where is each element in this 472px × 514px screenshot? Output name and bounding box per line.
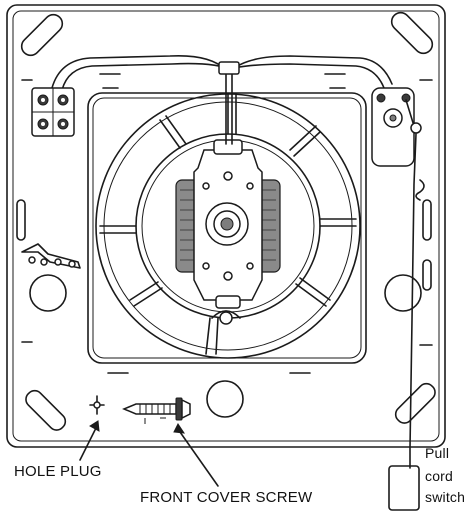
cable-clip <box>218 61 240 75</box>
front-cover-screw-arrow <box>173 423 219 487</box>
motor-rivet-2 <box>246 182 254 190</box>
motor-screw-top <box>223 171 233 181</box>
motor-rivet-4 <box>246 262 254 270</box>
pull-cord-handle <box>388 465 420 511</box>
cable-grip-left <box>21 243 81 269</box>
outer-housing <box>6 4 446 448</box>
hole-plug-label: HOLE PLUG <box>14 463 102 480</box>
round-hole-bottom <box>206 380 244 418</box>
motor-bottom-tab <box>215 295 241 309</box>
corner-slot-bottom-right <box>394 382 436 424</box>
fan-plate <box>87 92 367 364</box>
motor-rivet-3 <box>202 262 210 270</box>
motor-rivet-1 <box>202 182 210 190</box>
round-hole-left <box>29 274 67 312</box>
switch-mechanism <box>371 87 422 167</box>
cable-to-switch-2 <box>225 63 385 89</box>
round-hole-right <box>384 274 422 312</box>
hole-plug-part <box>89 395 105 415</box>
impeller-bottom-fixing <box>219 311 233 325</box>
hole-plug-arrow <box>79 420 100 461</box>
motor-screw-bottom <box>223 271 233 281</box>
side-slots <box>16 199 432 291</box>
terminal-block <box>31 87 75 137</box>
corner-slot-bottom-left <box>25 389 67 431</box>
impeller-bottom-bracket <box>211 310 241 319</box>
cable-to-terminal-2 <box>61 62 233 91</box>
cable-to-terminal <box>51 54 227 89</box>
edge-dash-slots <box>21 73 433 374</box>
pull-cord-switch-label-line3: switch <box>425 489 466 505</box>
pull-cord <box>409 133 417 469</box>
impeller-spokes <box>99 93 357 355</box>
corner-slot-top-right <box>390 11 434 55</box>
cord-guide <box>415 179 425 201</box>
pull-cord-switch-label-line1: Pull <box>425 445 450 461</box>
inner-housing-rim <box>12 10 440 442</box>
front-cover-screw-label: FRONT COVER SCREW <box>140 489 313 506</box>
pull-cord-switch-label-line2: cord <box>425 468 454 484</box>
cable-to-switch <box>231 55 393 85</box>
front-cover-screw-part <box>122 397 191 424</box>
motor-top-tab <box>213 139 243 155</box>
motor-hub-shaft <box>220 217 234 231</box>
corner-slot-top-left <box>20 13 64 57</box>
